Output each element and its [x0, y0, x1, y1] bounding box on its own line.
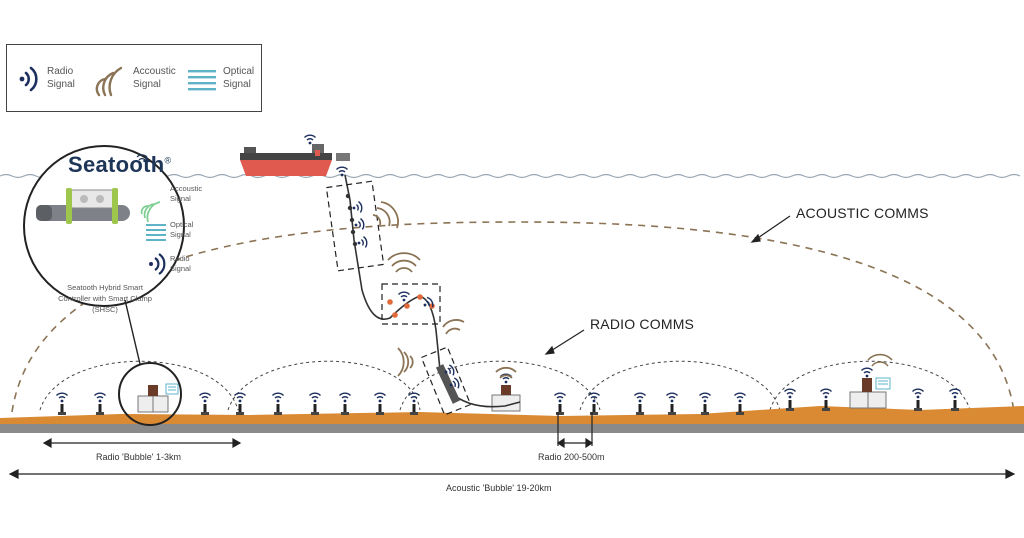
cable-acoustic-icons	[372, 201, 517, 379]
inset-acoustic-icon	[140, 201, 161, 223]
inset-circle	[23, 145, 185, 307]
acoustic-bubble-dimension	[8, 469, 1016, 479]
legend-radio-icon	[19, 66, 38, 92]
seatooth-logo-waves	[136, 154, 148, 161]
riser-highlight-box-1	[325, 180, 385, 272]
seabed-base	[0, 424, 1024, 433]
inset-caption: Seatooth Hybrid Smart Controller with Sm…	[58, 283, 152, 314]
radio-bubbles	[39, 360, 971, 411]
sea-surface	[0, 173, 1021, 179]
riser-highlight-box-2	[381, 283, 441, 325]
acoustic-bubble-label: Acoustic 'Bubble' 19-20km	[446, 483, 552, 493]
legend-optical-icon	[188, 70, 216, 91]
radio-spacing-label: Radio 200-500m	[538, 452, 605, 462]
radio-bubble-label: Radio 'Bubble' 1-3km	[96, 452, 181, 462]
riser-cable	[344, 174, 521, 408]
seabed	[0, 406, 1024, 425]
legend-acoustic-icon	[95, 66, 123, 97]
inset-target-circle	[118, 362, 182, 426]
ship	[240, 134, 350, 176]
radio-bubble-dimension	[42, 437, 242, 449]
inset-optical-icon	[146, 224, 166, 241]
inset-radio-icon	[149, 253, 166, 275]
acoustic-comms-label: ACOUSTIC COMMS	[796, 205, 929, 221]
inset-connector	[124, 299, 141, 365]
radio-spacing-dimension	[556, 412, 594, 449]
riser-highlight-box-3	[420, 346, 472, 416]
cable-radio-icons	[335, 166, 461, 392]
riser-nodes	[345, 193, 358, 247]
riser-pipe-segment	[435, 364, 461, 404]
shsc-device-illustration	[36, 188, 130, 224]
radio-comms-pointer	[544, 329, 585, 355]
seatooth-brand: Seatooth®	[68, 152, 172, 177]
subsea-structure-3	[849, 353, 893, 409]
radio-comms-label: RADIO COMMS	[590, 316, 695, 332]
subsea-structure-1	[137, 383, 179, 413]
acoustic-comms-pointer	[750, 215, 791, 243]
